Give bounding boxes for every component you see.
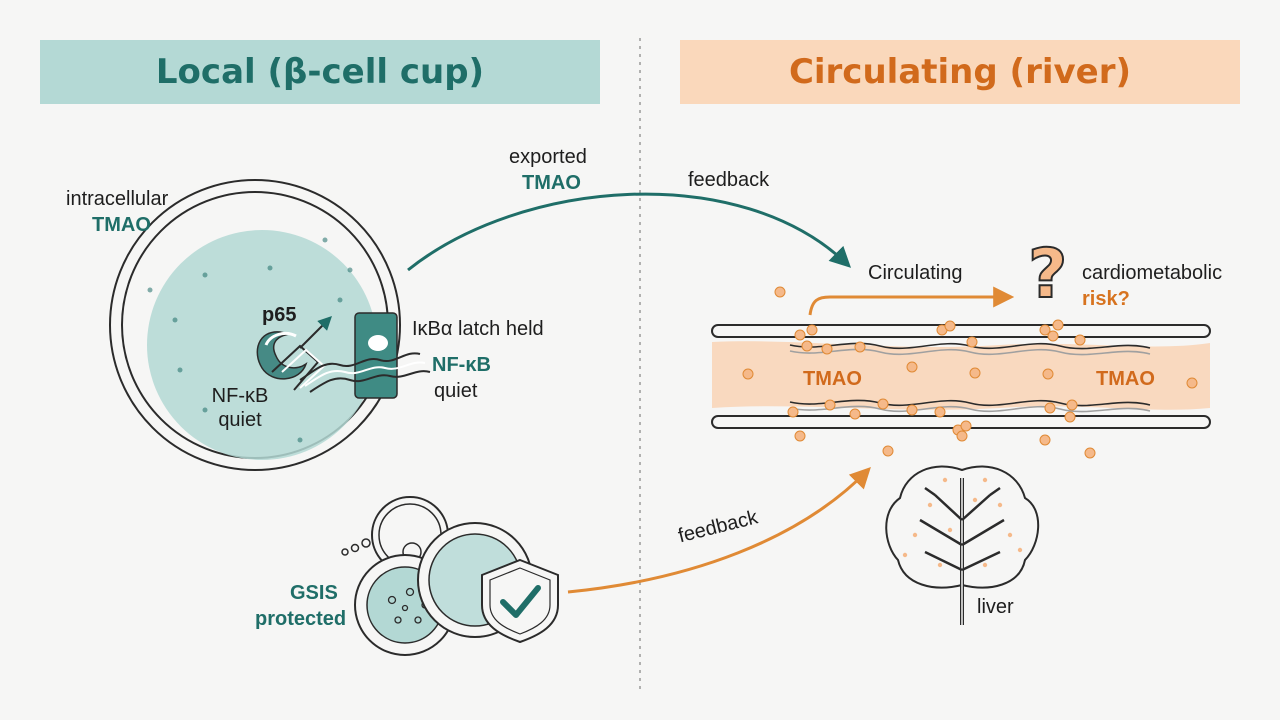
check-shield-icon	[481, 558, 559, 644]
p65-label: p65	[262, 304, 297, 326]
header-local: Local (β-cell cup)	[155, 52, 485, 92]
risk-label: risk?	[1082, 288, 1130, 310]
exported-label: exported	[509, 146, 587, 168]
nfkb-left-label: NF-κB	[211, 385, 269, 407]
feedback-top-label: feedback	[688, 169, 770, 191]
vessel	[711, 324, 1211, 429]
ikba-latch	[354, 312, 398, 399]
tmao-vessel-left: TMAO	[803, 368, 862, 390]
teal-arrow	[407, 192, 852, 272]
circulating-label: Circulating	[868, 262, 963, 284]
header-circulating: Circulating (river)	[788, 52, 1132, 92]
orange-arrow-top	[808, 286, 1015, 316]
intracellular-tmao-label: TMAO	[92, 214, 151, 236]
cardiometabolic-label: cardiometabolic	[1082, 262, 1223, 284]
ikba-label: IκBα latch held	[412, 318, 544, 340]
question-mark-icon: ?	[1027, 234, 1068, 314]
header-left-bg	[40, 40, 600, 104]
exported-tmao-label: TMAO	[522, 172, 581, 194]
intracellular-label: intracellular	[66, 188, 169, 210]
liver-label: liver	[977, 596, 1014, 618]
quiet-left-label: quiet	[218, 409, 262, 431]
gsis-label: GSIS	[290, 582, 338, 604]
header-right-bg	[680, 40, 1240, 104]
protected-label: protected	[255, 608, 347, 630]
orange-arrow-bottom	[567, 466, 871, 594]
tmao-particles	[742, 286, 1198, 459]
liver-tree-icon	[885, 465, 1040, 625]
nfkb-right-label: NF-κB	[432, 354, 491, 376]
quiet-right-label: quiet	[434, 380, 478, 402]
beta-cell	[109, 179, 431, 471]
tmao-vessel-right: TMAO	[1096, 368, 1155, 390]
